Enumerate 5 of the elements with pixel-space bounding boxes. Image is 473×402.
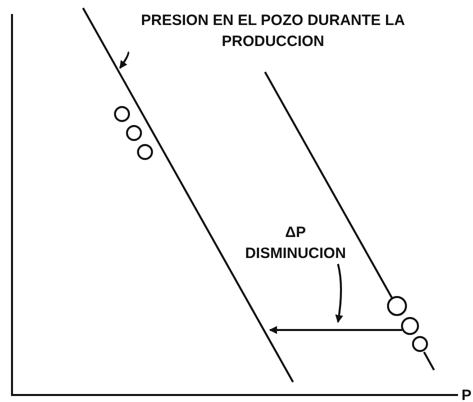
- leader-arrow: [119, 52, 130, 69]
- annotation-text: ΔP DISMINUCION: [238, 222, 353, 264]
- leader-arrow: [335, 264, 344, 323]
- annotation-text: PRESION EN EL POZO DURANTE LA PRODUCCION: [128, 10, 418, 52]
- axis-label: P: [461, 386, 472, 402]
